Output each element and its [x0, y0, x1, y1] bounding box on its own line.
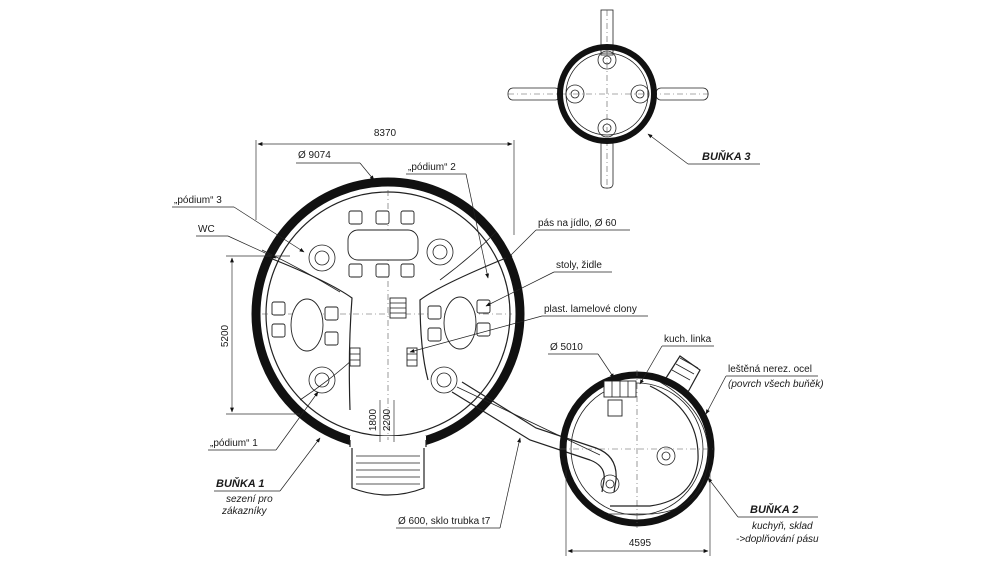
table-group-left [271, 298, 339, 352]
svg-text:BUŇKA 3: BUŇKA 3 [702, 150, 751, 163]
partition-right [419, 257, 507, 381]
svg-text:kuch. linka: kuch. linka [664, 334, 712, 345]
svg-text:stoly, židle: stoly, židle [556, 260, 602, 271]
title-cell-2: BUŇKA 2 kuchyň, sklad ->doplňování pásu [707, 477, 819, 545]
dimension-5200: 5200 [220, 255, 300, 415]
svg-text:BUŇKA 2: BUŇKA 2 [750, 503, 799, 516]
podium-4-icon [430, 366, 458, 394]
label-kitchen-line: kuch. linka [639, 334, 714, 385]
cell-2 [559, 355, 716, 528]
svg-text:zákazníky: zákazníky [221, 506, 267, 517]
svg-text:leštěná nerez. ocel: leštěná nerez. ocel [728, 364, 812, 375]
podium-1-icon [308, 366, 336, 394]
cell-3 [507, 9, 710, 190]
dimension-8370-label: 8370 [374, 128, 397, 139]
partition-left [269, 257, 353, 411]
dimension-5200-label: 5200 [220, 324, 231, 347]
svg-text:WC: WC [198, 224, 215, 235]
partition-top-left [261, 249, 341, 293]
table-group-top [347, 210, 419, 278]
louver-left [349, 347, 361, 367]
svg-text:„pódium“ 1: „pódium“ 1 [210, 438, 258, 449]
table-group-right [427, 296, 491, 350]
cell-2-podium-a [656, 446, 676, 466]
label-tables: stoly, židle [485, 260, 612, 307]
label-d5010: Ø 5010 [548, 342, 615, 379]
svg-text:Ø 5010: Ø 5010 [550, 342, 583, 353]
dimension-4595: 4595 [565, 470, 711, 556]
entry-vestibule [351, 448, 425, 496]
svg-text:Ø 9074: Ø 9074 [298, 150, 331, 161]
label-steel: leštěná nerez. ocel (povrch všech buňěk) [705, 364, 824, 415]
label-louvers: plast. lamelové clony [409, 304, 648, 353]
cell-2-podium-b [600, 474, 620, 494]
glass-tube [451, 381, 617, 493]
label-podium-2: „pódium“ 2 [406, 162, 490, 279]
kitchen-vestibule [665, 355, 701, 393]
dimension-8370: 8370 [255, 128, 515, 235]
title-cell-1: BUŇKA 1 sezení pro zákazníky [214, 437, 321, 517]
svg-text:Ø 600, sklo trubka t7: Ø 600, sklo trubka t7 [398, 516, 491, 527]
label-wc: WC [196, 224, 277, 259]
svg-text:plast. lamelové clony: plast. lamelové clony [544, 304, 637, 315]
podium-2-icon [426, 238, 454, 266]
label-belt: pás na jídlo, Ø 60 [507, 218, 630, 259]
cell-1 [251, 177, 525, 496]
svg-text:„pódium“ 2: „pódium“ 2 [408, 162, 456, 173]
cell-3-outer-wall [557, 44, 657, 144]
svg-text:pás na jídlo, Ø 60: pás na jídlo, Ø 60 [538, 218, 617, 229]
dimension-4595-label: 4595 [629, 538, 652, 549]
label-podium-1: „pódium“ 1 [208, 391, 319, 451]
podium-3-icon [308, 244, 336, 272]
svg-text:kuchyň, sklad: kuchyň, sklad [752, 521, 813, 532]
kitchen-unit [603, 380, 637, 417]
label-podium-3: „pódium“ 3 [172, 195, 305, 253]
svg-text:sezení pro: sezení pro [226, 494, 273, 505]
dimension-2200-label: 2200 [382, 408, 393, 431]
svg-text:„pódium“ 3: „pódium“ 3 [174, 195, 222, 206]
dimension-1800-label: 1800 [368, 408, 379, 431]
cell-3-arms [507, 9, 710, 190]
louver-top [389, 297, 407, 319]
svg-text:->doplňování pásu: ->doplňování pásu [736, 534, 819, 545]
svg-text:(povrch všech buňěk): (povrch všech buňěk) [728, 379, 824, 390]
louver-right [406, 347, 418, 367]
svg-text:BUŇKA 1: BUŇKA 1 [216, 477, 265, 490]
title-cell-3: BUŇKA 3 [647, 133, 760, 165]
dimension-1800-2200: 1800 2200 [368, 400, 395, 442]
label-tube: Ø 600, sklo trubka t7 [396, 437, 521, 529]
label-d9074: Ø 9074 [296, 150, 375, 181]
